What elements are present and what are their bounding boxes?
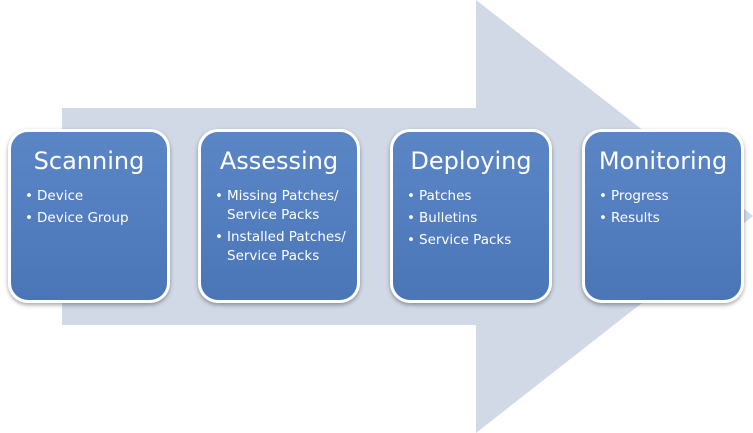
step-bullets: Missing Patches/ Service Packs Installed… bbox=[215, 187, 347, 266]
step-bullets: Device Device Group bbox=[25, 187, 157, 228]
bullet-item: Missing Patches/ Service Packs bbox=[215, 187, 347, 225]
bullet-item: Bulletins bbox=[407, 209, 539, 228]
step-title: Assessing bbox=[219, 147, 339, 175]
bullet-item: Progress bbox=[599, 187, 731, 206]
bullet-item: Device bbox=[25, 187, 157, 206]
bullet-item: Installed Patches/ Service Packs bbox=[215, 228, 347, 266]
step-scanning: Scanning Device Device Group bbox=[8, 129, 170, 303]
step-title: Scanning bbox=[33, 147, 145, 175]
step-assessing: Assessing Missing Patches/ Service Packs… bbox=[198, 129, 360, 303]
bullet-item: Patches bbox=[407, 187, 539, 206]
bullet-item: Results bbox=[599, 209, 731, 228]
step-bullets: Patches Bulletins Service Packs bbox=[407, 187, 539, 250]
bullet-item: Device Group bbox=[25, 209, 157, 228]
step-monitoring: Monitoring Progress Results bbox=[582, 129, 744, 303]
step-deploying: Deploying Patches Bulletins Service Pack… bbox=[390, 129, 552, 303]
step-bullets: Progress Results bbox=[599, 187, 731, 228]
step-title: Monitoring bbox=[598, 147, 728, 175]
bullet-item: Service Packs bbox=[407, 231, 539, 250]
step-title: Deploying bbox=[410, 147, 532, 175]
